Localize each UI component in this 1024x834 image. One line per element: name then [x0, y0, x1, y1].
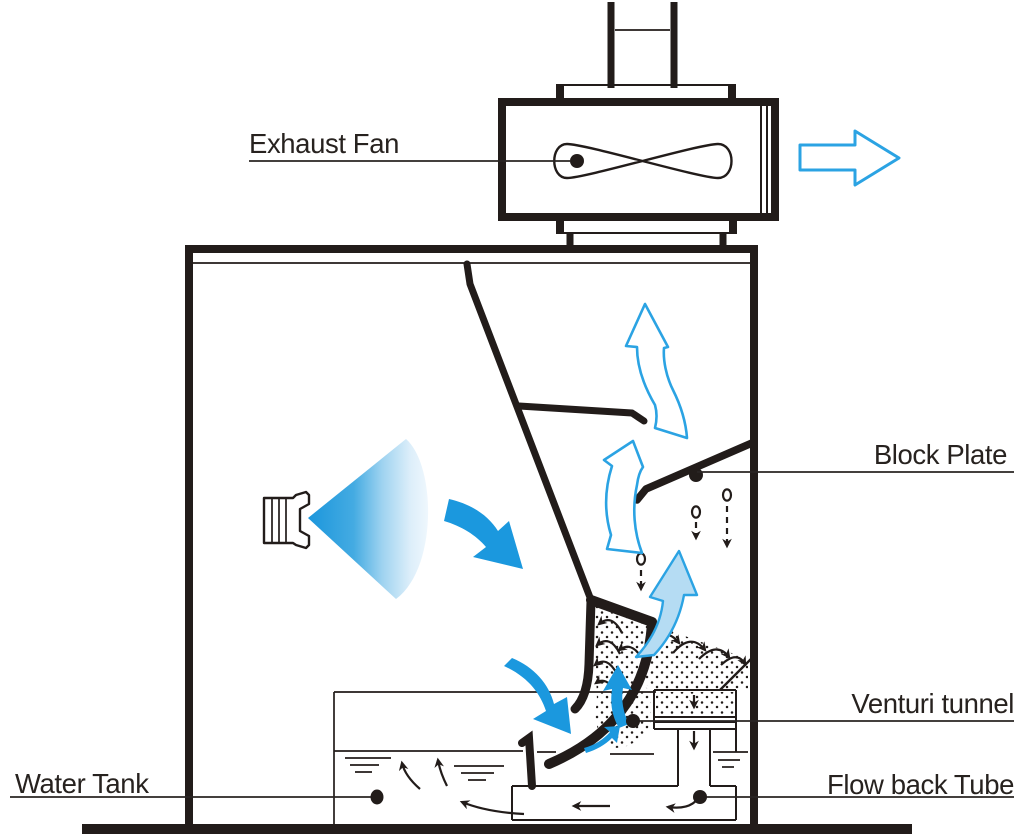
airflow-arrows-solid: [444, 499, 632, 753]
droplet-icon: [635, 552, 647, 566]
scrubbed-air-arrow: [634, 549, 699, 659]
updraft-arrows: [602, 302, 689, 555]
spray-gun-icon: [262, 490, 311, 550]
leader-lines: [10, 160, 1014, 798]
floor-bar: [82, 824, 912, 834]
updraft-arrow-lower: [602, 439, 645, 555]
downdraft-arrow: [504, 658, 571, 734]
block-plate-label: Block Plate: [874, 439, 1007, 470]
spray-cone: [308, 439, 429, 599]
falling-droplets: [635, 488, 733, 592]
foam-right-boundary: [719, 656, 754, 691]
exhaust-stack: [607, 2, 678, 88]
flow-back-tube-structure: [511, 785, 737, 821]
labels: Exhaust Fan Block Plate Venturi tunnel F…: [15, 128, 1014, 800]
venturi-up-arrow: [603, 665, 632, 728]
leader-dots: [370, 714, 707, 805]
venturi-tunnel-label: Venturi tunnel: [851, 688, 1014, 719]
water-surface-lines: [334, 750, 748, 781]
upper-baffle: [515, 402, 648, 425]
exhaust-outflow-arrow: [798, 129, 901, 187]
booth-cabinet: [82, 245, 912, 834]
tank-weir: [518, 730, 536, 790]
block-plate-anchor-dot: [689, 468, 703, 482]
water-tank-label: Water Tank: [15, 768, 149, 799]
droplet-icon: [690, 505, 702, 519]
spray-airflow-arrow: [444, 499, 523, 569]
exhaust-fan-unit: [498, 84, 779, 247]
fan-blade-icon: [553, 142, 733, 180]
venturi-throat-wall: [570, 596, 596, 714]
throat-curl-arrow: [584, 726, 620, 753]
droplet-icon: [721, 488, 733, 502]
exhaust-fan-label: Exhaust Fan: [249, 128, 399, 159]
flow-back-tube-label: Flow back Tube: [827, 769, 1014, 800]
updraft-arrow-upper: [624, 302, 689, 440]
